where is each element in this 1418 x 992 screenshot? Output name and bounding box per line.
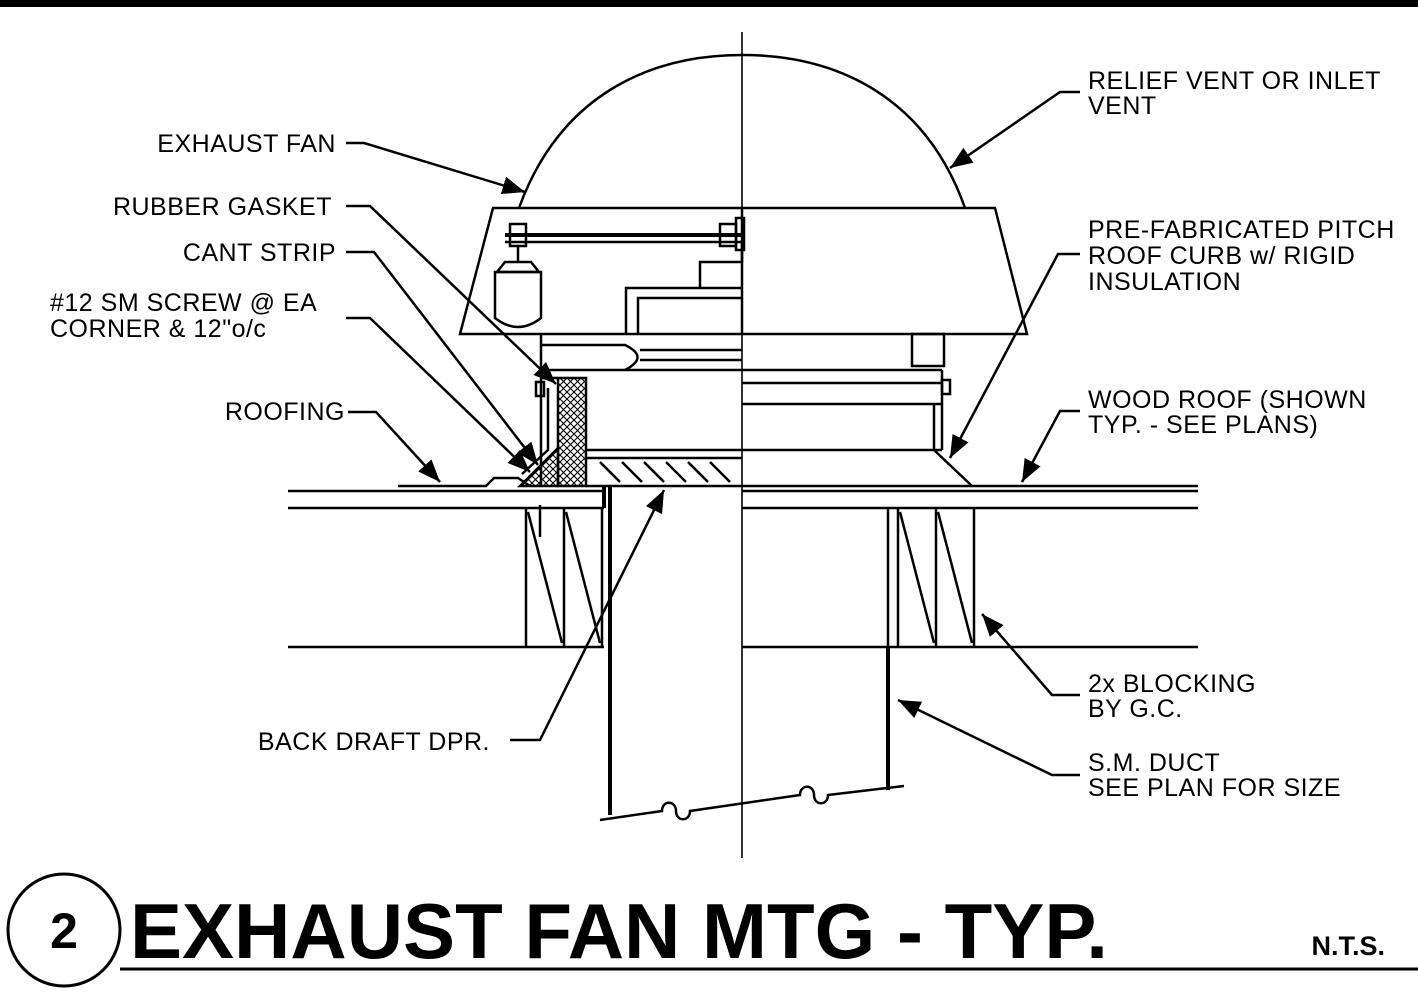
label-curb-line-3: INSULATION: [1088, 268, 1241, 296]
detail-title: EXHAUST FAN MTG - TYP.: [130, 887, 1108, 975]
label-screw-line-2: CORNER & 12"o/c: [50, 315, 266, 343]
fan-housing: [458, 206, 1029, 368]
label-blocking-line-2: BY G.C.: [1088, 695, 1183, 723]
label-duct-line-1: S.M. DUCT: [1088, 749, 1220, 777]
blocking-right: [886, 508, 976, 647]
label-rubber-gasket: RUBBER GASKET: [113, 193, 332, 221]
flashing: [521, 388, 550, 475]
label-exhaust-fan: EXHAUST FAN: [157, 130, 336, 158]
back-draft-damper-hatch: [599, 461, 731, 483]
damper-frame: [539, 334, 952, 452]
label-roofing: ROOFING: [225, 398, 345, 426]
cant-strip: [516, 444, 560, 488]
blocking-left: [524, 505, 604, 647]
label-curb-line-1: PRE-FABRICATED PITCH: [1088, 216, 1395, 244]
detail-number: 2: [50, 903, 78, 959]
label-wood-roof-line-1: WOOD ROOF (SHOWN: [1088, 386, 1367, 414]
sm-duct: [599, 486, 905, 822]
fan-dome: [517, 53, 967, 209]
label-relief-vent-line-1: RELIEF VENT OR INLET: [1088, 67, 1381, 95]
roofing-membrane: [398, 476, 531, 488]
leader-lines: [346, 90, 1080, 777]
detail-number-circle: [6, 872, 122, 988]
label-duct-line-2: SEE PLAN FOR SIZE: [1088, 774, 1341, 802]
label-blocking-line-1: 2x BLOCKING: [1088, 670, 1256, 698]
rigid-insulation: [556, 376, 588, 488]
label-relief-vent-line-2: VENT: [1088, 92, 1157, 120]
label-cant-strip: CANT STRIP: [183, 239, 336, 267]
sheet-top-border: [0, 0, 1418, 7]
roof-deck: [288, 484, 1198, 649]
label-back-draft-damper: BACK DRAFT DPR.: [258, 728, 490, 756]
label-wood-roof-line-2: TYP. - SEE PLANS): [1088, 411, 1318, 439]
label-curb-line-2: ROOF CURB w/ RIGID: [1088, 242, 1355, 270]
scale-note: N.T.S.: [1311, 931, 1385, 961]
label-screw-line-1: #12 SM SCREW @ EA: [50, 289, 317, 317]
curb-side: [534, 376, 973, 488]
